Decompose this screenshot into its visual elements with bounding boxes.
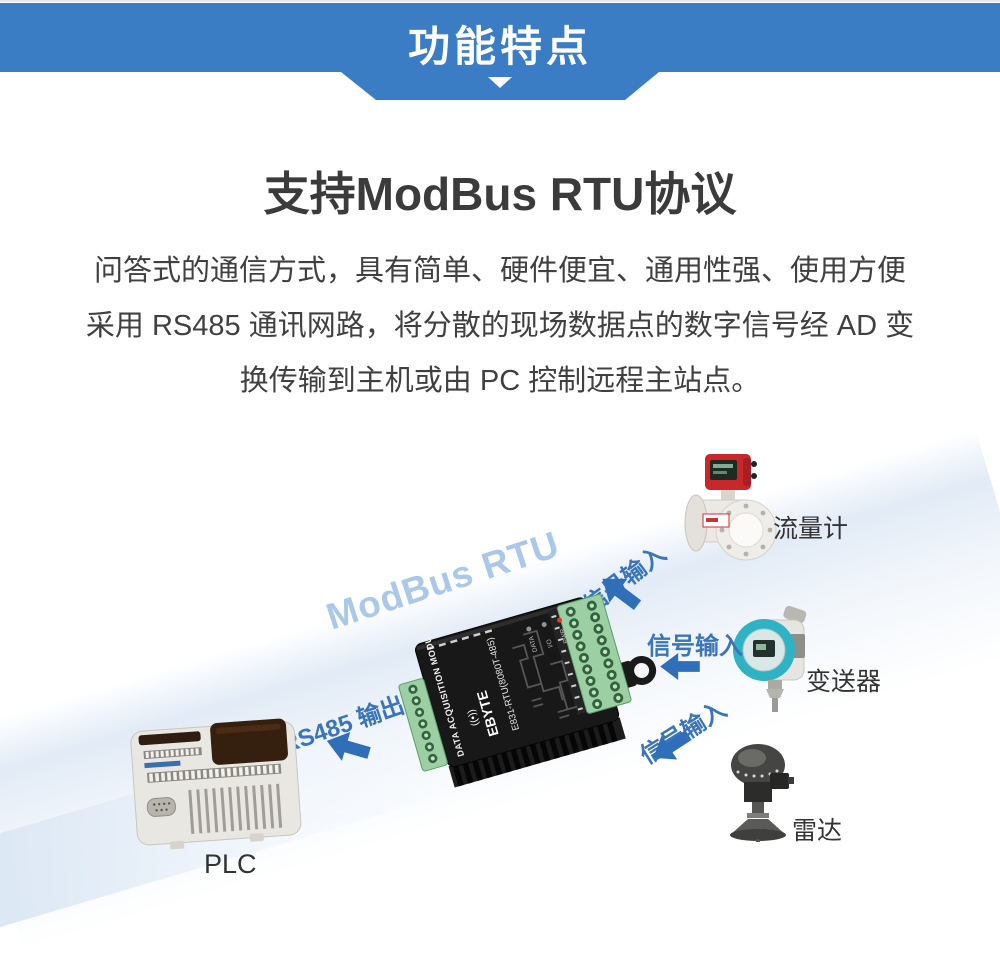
cable-gland	[751, 473, 757, 479]
circuit-traces	[512, 629, 578, 719]
db9-connector	[146, 797, 176, 817]
description-line: 采用 RS485 通讯网路，将分散的现场数据点的数字信号经 AD 变	[85, 310, 915, 342]
led-io	[541, 622, 547, 628]
vent-slots	[188, 783, 283, 834]
topology-diagram: ModBus RTU 流量计 信号输入	[0, 420, 1000, 970]
radar-side-box	[770, 773, 789, 789]
description-line: 问答式的通信方式，具有简单、硬件便宜、通用性强、使用方便	[93, 255, 906, 287]
radar-stem	[752, 802, 764, 814]
panel-streak	[216, 723, 281, 734]
display-line	[713, 464, 733, 468]
hex-nut	[766, 689, 784, 698]
body-edge-highlight	[416, 598, 585, 651]
nameplate-text	[706, 518, 718, 522]
display-line	[713, 471, 727, 474]
top-edge-labels	[427, 629, 493, 651]
transmitter-image	[733, 606, 807, 712]
cable-gland	[751, 461, 757, 467]
plc-top-strip	[138, 731, 201, 746]
banner-title: 功能特点	[407, 23, 592, 70]
display-glyph	[756, 644, 766, 650]
led-label-data: DATA	[528, 635, 539, 653]
top-divider	[0, 0, 1000, 2]
plc-label: PLC	[204, 849, 257, 879]
flange-bolts	[719, 503, 773, 557]
flow-meter-neck	[721, 488, 735, 500]
transmitter-label: 变送器	[806, 668, 882, 696]
chevron-down-icon	[488, 77, 512, 88]
side-knob	[788, 777, 794, 784]
led-data	[526, 626, 532, 632]
plc-image	[130, 718, 302, 850]
flow-meter-label: 流量计	[773, 515, 849, 543]
led-pwr	[557, 617, 563, 623]
arrow-icon-rs485	[326, 732, 371, 761]
banner-ribbon	[0, 3, 1000, 100]
stem-flange	[747, 813, 769, 818]
dome-highlight	[738, 749, 766, 767]
mount-foot	[169, 840, 185, 850]
led-label-io: I/O	[546, 638, 555, 648]
flow-meter-image	[684, 454, 777, 561]
mount-foot	[249, 833, 264, 842]
radar-label: 雷达	[792, 817, 843, 845]
arrow-icon-signal-3	[653, 730, 692, 760]
radar-image	[730, 744, 794, 842]
arrow-icon-signal-2	[660, 653, 700, 680]
flow-meter-display	[710, 460, 737, 480]
terminal-screws-left	[408, 684, 438, 764]
wifi-icon: ((•))	[466, 708, 481, 727]
plc-print	[144, 760, 181, 769]
description-paragraph: 问答式的通信方式，具有简单、硬件便宜、通用性强、使用方便 采用 RS485 通讯…	[0, 244, 1000, 409]
acquisition-module-image: DATA ACQUISITION MODULE ((•)) EBYTE E831…	[398, 593, 657, 788]
signal-input-label-2: 信号输入	[647, 633, 743, 660]
terminal-teeth-row2-pins	[149, 764, 279, 782]
terminal-teeth-row1-pins	[145, 748, 199, 758]
d-ring	[627, 655, 657, 685]
radar-collar	[744, 782, 772, 802]
led-label-pwr: PWR	[559, 627, 570, 644]
heatsink-fins	[452, 719, 618, 787]
process-fitting	[768, 680, 782, 689]
pin-labels	[551, 614, 583, 711]
description-line: 换传输到主机或由 PC 控制远程主站点。	[239, 365, 761, 397]
db9-pins	[153, 802, 171, 812]
flow-meter-head-shade	[743, 458, 751, 486]
arrow-icon-signal-1	[602, 578, 642, 611]
page-title: 支持ModBus RTU协议	[263, 168, 737, 220]
probe-stem	[772, 698, 778, 712]
horn-rim	[730, 829, 786, 841]
top-fitting	[783, 606, 807, 624]
horn-tip	[756, 839, 760, 842]
banner-shape	[0, 3, 1000, 100]
flange-bore	[728, 512, 764, 548]
terminal-screws-right	[565, 600, 624, 710]
